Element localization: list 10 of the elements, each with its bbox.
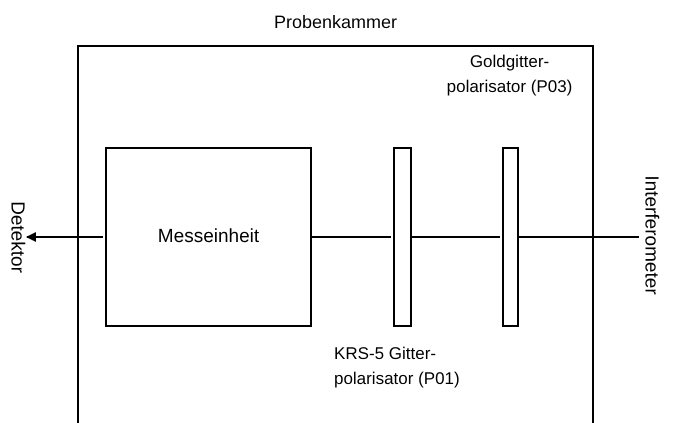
endpoint-label: Detektor [5, 201, 28, 273]
chamber-title: Probenkammer [274, 11, 398, 34]
process-box: Messeinheit [105, 147, 312, 327]
component-label: KRS-5 Gitter-polarisator (P01) [334, 343, 461, 390]
endpoint-label: Interferometer [639, 175, 662, 295]
beam-line [410, 236, 500, 238]
beam-line [26, 232, 103, 242]
component-label: Goldgitter-polarisator (P03) [446, 51, 574, 98]
beam-line [310, 236, 391, 238]
beam-line [517, 236, 639, 238]
